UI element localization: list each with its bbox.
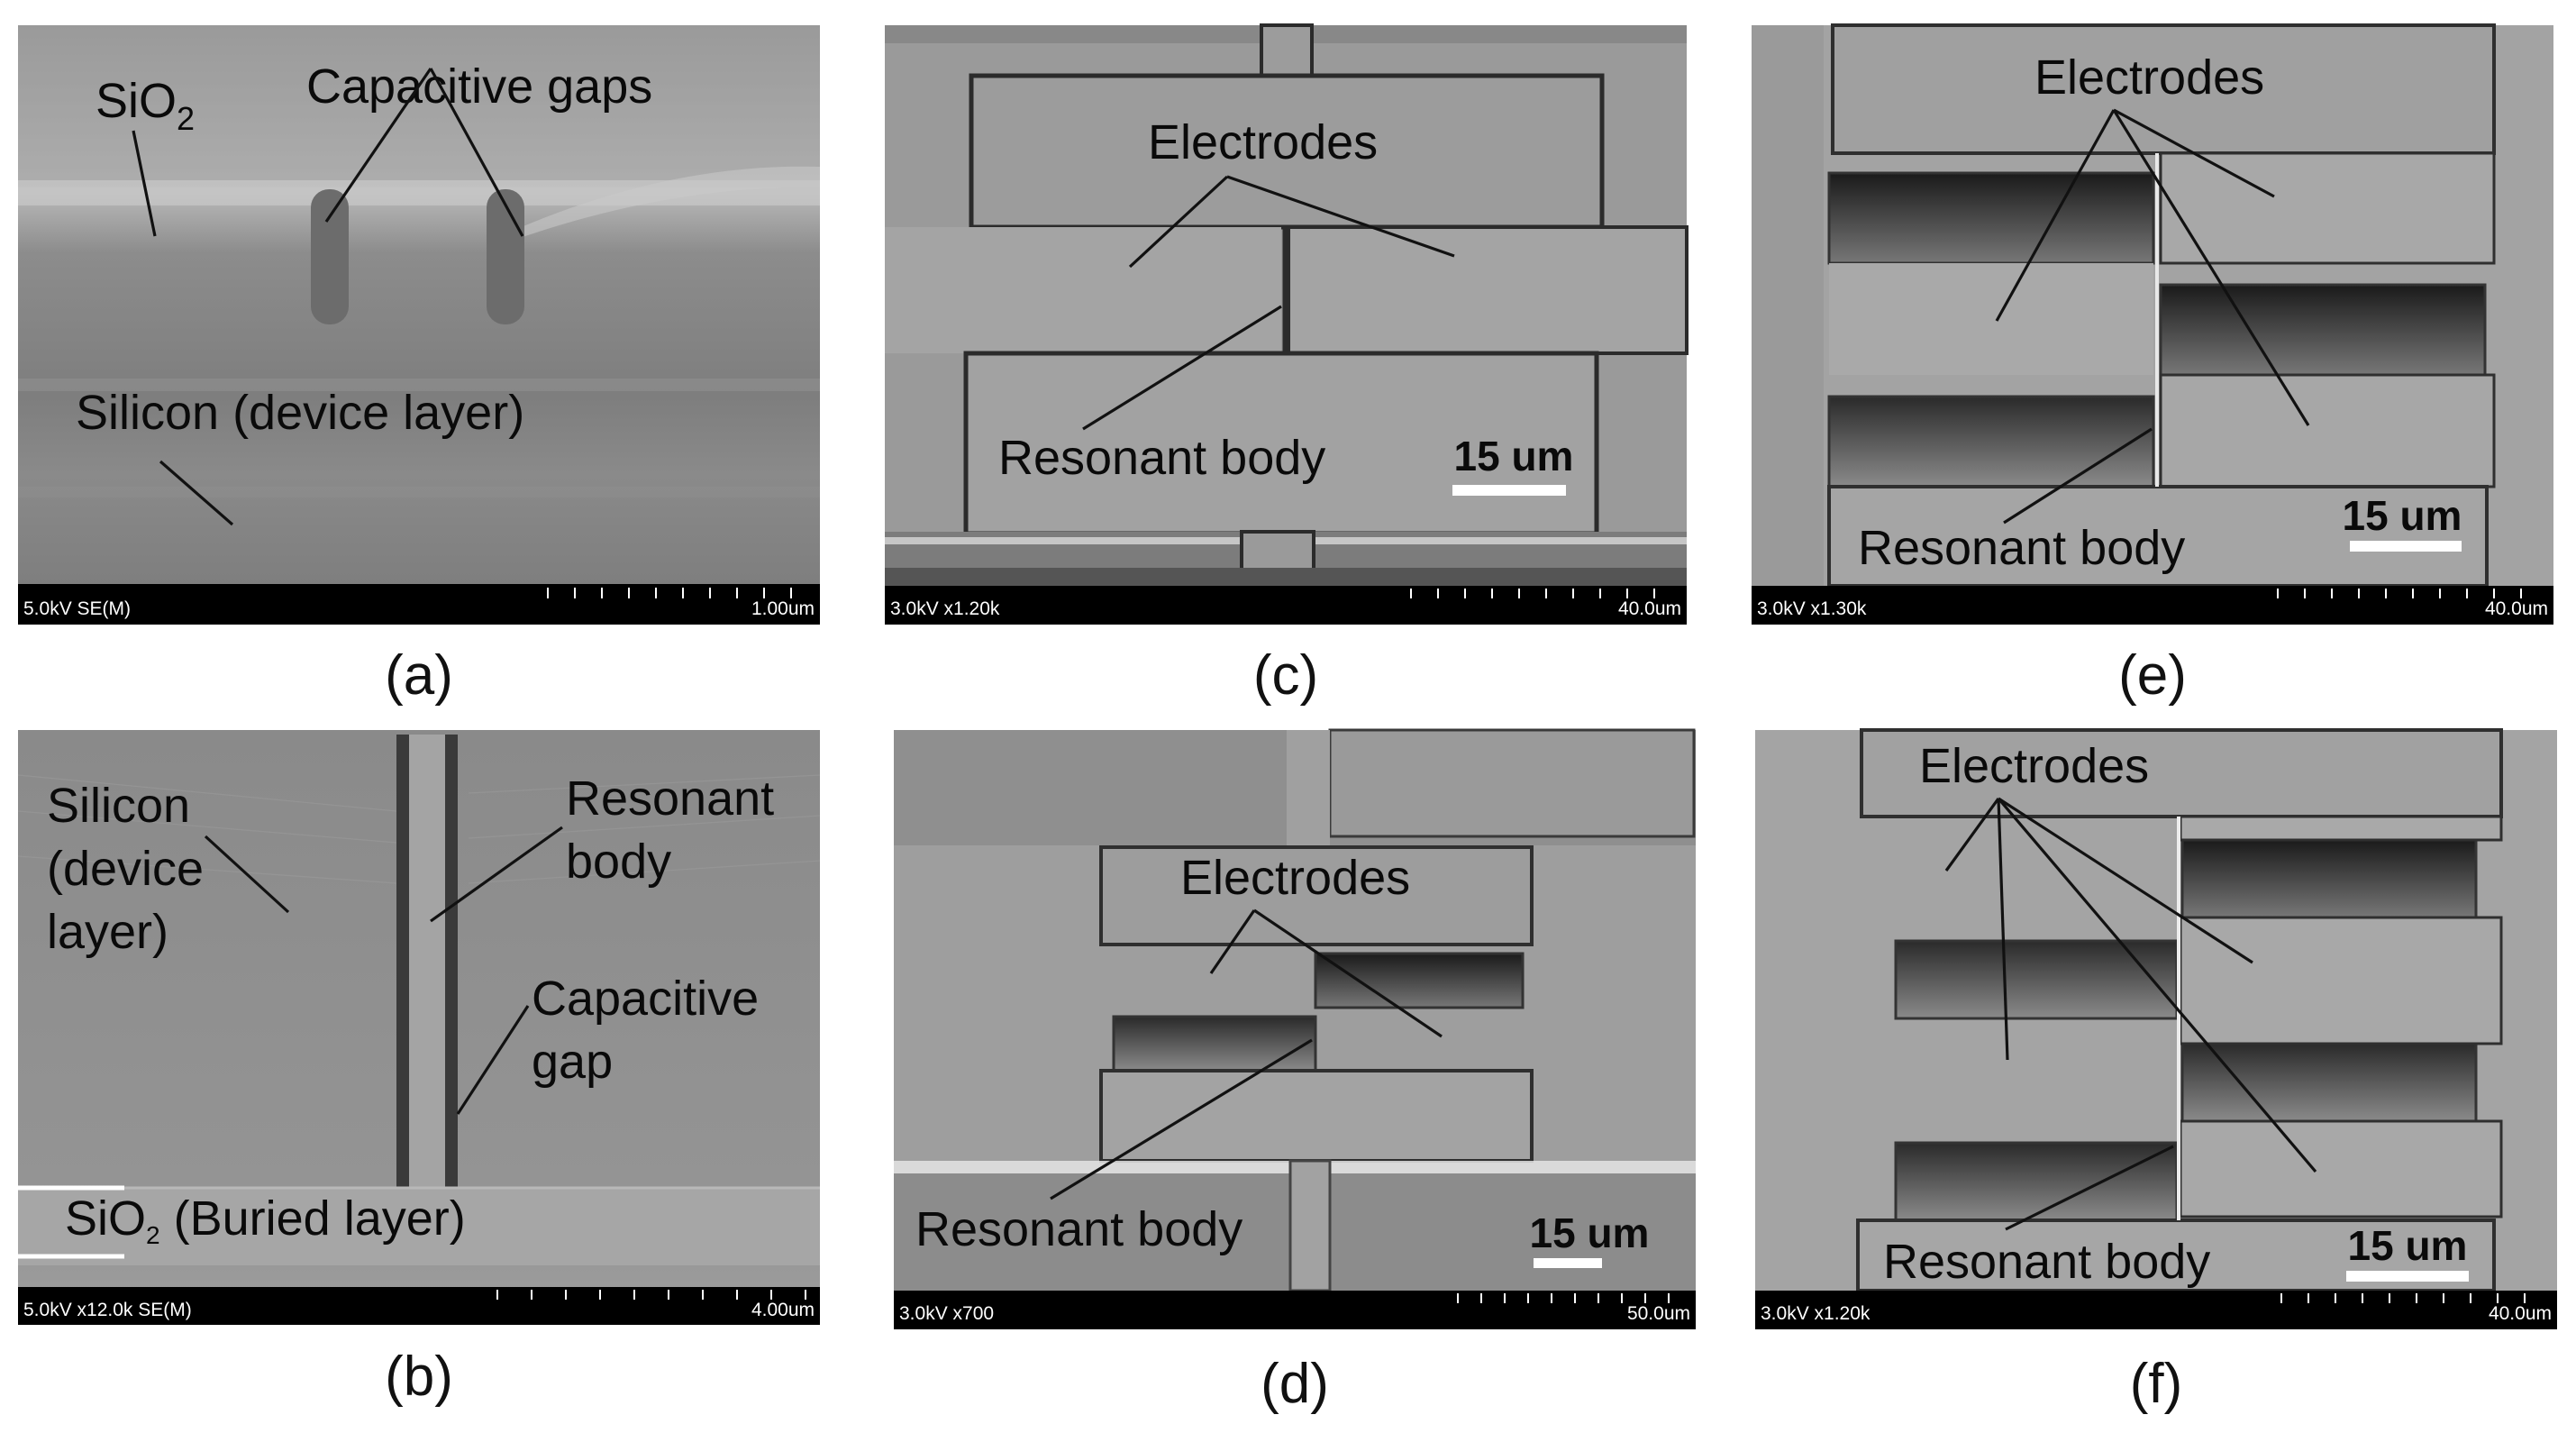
trench-a-left — [311, 189, 349, 324]
sem-image-a — [18, 25, 820, 625]
label-body-e: Resonant body — [1858, 521, 2185, 575]
ruler-ticks-e — [2277, 589, 2522, 598]
label-body-f: Resonant body — [1883, 1235, 2210, 1289]
scale-label-e: 15 um — [2343, 492, 2462, 539]
panel-c: 15 um 3.0kV x1.20k 40.0um Electrodes Res… — [885, 23, 1689, 707]
label-gap-b-1: Capacitive — [532, 972, 759, 1026]
info-bar-d — [894, 1291, 1696, 1329]
caption-e: (e) — [2118, 644, 2187, 707]
gap-f-1 — [2180, 838, 2478, 919]
panel-a: 5.0kV SE(M) 1.00um SiO2 Capacitive gaps … — [18, 25, 820, 707]
gap-f-4 — [1894, 1141, 2179, 1222]
label-gaps-a: Capacitive gaps — [306, 59, 652, 114]
label-body-d: Resonant body — [915, 1202, 1242, 1256]
label-electrodes-c: Electrodes — [1148, 115, 1378, 169]
gap-b-left — [396, 735, 409, 1190]
gap-d-upper — [1314, 952, 1525, 1009]
gap-e-2 — [2159, 283, 2487, 377]
leader-lines-f — [1944, 797, 2317, 1231]
label-resonant-b-2: body — [566, 835, 671, 889]
info-right-e: 40.0um — [2485, 598, 2548, 619]
label-body-c: Resonant body — [998, 431, 1325, 485]
scale-bar-c — [1452, 485, 1566, 496]
label-electrodes-e: Electrodes — [2034, 50, 2264, 105]
info-left-f: 3.0kV x1.20k — [1761, 1303, 1871, 1324]
leader-lines-b — [204, 826, 563, 1115]
scale-bar-f — [2346, 1271, 2469, 1282]
label-silicon-b-2: (device — [47, 842, 204, 896]
scale-label-c: 15 um — [1454, 433, 1574, 479]
scale-bar-d — [1534, 1258, 1602, 1268]
electrode-c-mid-right — [1287, 225, 1689, 355]
label-resonant-b-1: Resonant — [566, 771, 774, 826]
gap-f-2 — [1894, 939, 2179, 1020]
resonant-body-d — [1099, 1069, 1534, 1163]
ruler-ticks-f — [2280, 1293, 2526, 1303]
label-silicon-b-1: Silicon — [47, 779, 190, 833]
panel-d: 15 um 3.0kV x700 50.0um Electrodes Reson… — [894, 728, 1696, 1415]
info-right-a: 1.00um — [751, 598, 815, 619]
panel-b: 5.0kV x12.0k SE(M) 4.00um Silicon (devic… — [17, 730, 821, 1408]
caption-a: (a) — [385, 644, 453, 707]
label-electrodes-f: Electrodes — [1919, 739, 2149, 793]
info-bar-b — [18, 1287, 820, 1325]
scale-label-f: 15 um — [2348, 1222, 2468, 1269]
label-silicon-b-3: layer) — [47, 905, 168, 959]
label-buried-b: SiO2 (Buried layer) — [65, 1191, 466, 1249]
ruler-ticks-b — [496, 1290, 806, 1300]
gap-b-right — [445, 735, 458, 1190]
electrode-c-mid-left — [885, 227, 1281, 353]
info-left-b: 5.0kV x12.0k SE(M) — [23, 1300, 192, 1320]
info-left-e: 3.0kV x1.30k — [1757, 598, 1867, 619]
leader-lines-d — [1050, 908, 1443, 1200]
ruler-ticks-d — [1457, 1293, 1670, 1303]
panel-f: 15 um 3.0kV x1.20k 40.0um Electrodes Res… — [1755, 728, 2557, 1415]
resonant-body-e — [1827, 485, 2489, 588]
info-bar-c — [885, 586, 1687, 625]
info-left-a: 5.0kV SE(M) — [23, 598, 131, 619]
info-left-c: 3.0kV x1.20k — [890, 598, 1000, 619]
gap-d-lower — [1112, 1015, 1317, 1072]
label-device-a: Silicon (device layer) — [76, 386, 524, 440]
info-bar-e — [1752, 586, 2553, 625]
info-right-d: 50.0um — [1627, 1303, 1690, 1324]
caption-d: (d) — [1261, 1353, 1329, 1415]
caption-c: (c) — [1253, 644, 1318, 707]
ruler-ticks-a — [547, 588, 792, 598]
trench-a-right — [487, 189, 524, 324]
info-right-f: 40.0um — [2489, 1303, 2552, 1324]
gap-e-3 — [1827, 395, 2155, 488]
label-electrodes-d: Electrodes — [1180, 851, 1410, 905]
leader-lines-e — [1995, 108, 2310, 525]
ruler-ticks-c — [1410, 589, 1655, 598]
label-gap-b-2: gap — [532, 1035, 613, 1089]
info-right-c: 40.0um — [1618, 598, 1681, 619]
caption-f: (f) — [2130, 1353, 2183, 1415]
panel-e: 15 um 3.0kV x1.30k 40.0um Electrodes Res… — [1752, 23, 2553, 707]
electrode-c-top — [969, 73, 1605, 230]
info-right-b: 4.00um — [751, 1300, 815, 1320]
gap-f-3 — [2180, 1042, 2478, 1123]
label-sio2-a: SiO2 — [96, 74, 195, 137]
scale-label-d: 15 um — [1530, 1209, 1650, 1256]
info-left-d: 3.0kV x700 — [899, 1303, 994, 1324]
caption-b: (b) — [385, 1346, 453, 1408]
leader-lines-c — [1082, 175, 1455, 431]
resonant-body-c — [963, 351, 1599, 536]
info-bar-a — [18, 584, 820, 625]
electrode-d-top — [1099, 845, 1534, 946]
leader-lines-a — [132, 68, 524, 526]
info-bar-f — [1755, 1291, 2557, 1329]
electrode-e-top — [1831, 23, 2496, 155]
scale-bar-e — [2350, 541, 2462, 552]
electrode-f-top — [1860, 728, 2503, 818]
gap-e-1 — [1827, 171, 2155, 265]
